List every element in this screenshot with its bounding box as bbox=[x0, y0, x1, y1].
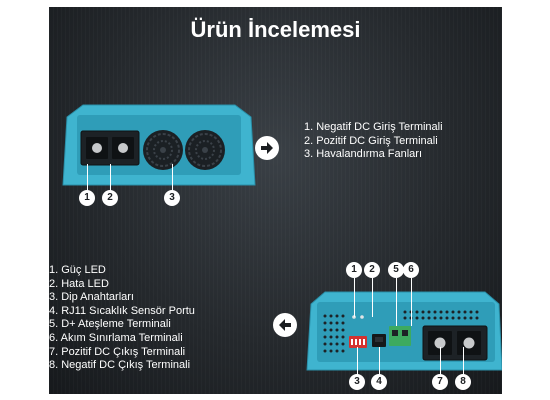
legend-item: 5. D+ Ateşleme Terminali bbox=[49, 318, 171, 331]
callout-top-2: 2 bbox=[102, 190, 118, 206]
callout-bottom-1: 1 bbox=[346, 262, 362, 278]
legend-item: 3. Havalandırma Fanları bbox=[304, 148, 422, 161]
callout-bottom-2: 2 bbox=[364, 262, 380, 278]
callout-lead-bottom-6 bbox=[411, 278, 412, 326]
callout-lead-bottom-7 bbox=[440, 347, 441, 375]
legend-item: 8. Negatif DC Çıkış Terminali bbox=[49, 359, 191, 372]
legend-item: 3. Dip Anahtarları bbox=[49, 291, 134, 304]
callout-lead-top-1 bbox=[87, 164, 88, 191]
callout-bottom-7: 7 bbox=[432, 374, 448, 390]
page-title: Ürün İncelemesi bbox=[190, 17, 361, 42]
arrow-right-circle-icon bbox=[255, 136, 279, 160]
legend-item: 2. Hata LED bbox=[49, 277, 109, 290]
input-side-legend: 1. Negatif DC Giriş Terminali 2. Pozitif… bbox=[304, 121, 443, 162]
product-overview-panel: Ürün İncelemesi 1 2 3 1. Negatif DC Giri… bbox=[49, 7, 502, 394]
device-output-side bbox=[306, 291, 502, 371]
callout-lead-bottom-2 bbox=[372, 278, 373, 317]
callout-lead-bottom-1 bbox=[354, 278, 355, 317]
callout-bottom-3: 3 bbox=[349, 374, 365, 390]
device-input-side bbox=[62, 104, 256, 186]
legend-item: 4. RJ11 Sıcaklık Sensör Portu bbox=[49, 304, 195, 317]
legend-item: 1. Negatif DC Giriş Terminali bbox=[304, 121, 443, 133]
callout-lead-bottom-4 bbox=[379, 347, 380, 375]
legend-item: 6. Akım Sınırlama Terminali bbox=[49, 331, 183, 344]
callout-bottom-5: 5 bbox=[388, 262, 404, 278]
callout-bottom-8: 8 bbox=[455, 374, 471, 390]
callout-top-3: 3 bbox=[164, 190, 180, 206]
callout-top-1: 1 bbox=[79, 190, 95, 206]
output-side-legend: 1. Güç LED 2. Hata LED 3. Dip Anahtarlar… bbox=[49, 264, 195, 373]
callout-lead-top-2 bbox=[110, 164, 111, 191]
legend-item: 7. Pozitif DC Çıkış Terminali bbox=[49, 345, 186, 358]
callout-bottom-4: 4 bbox=[371, 374, 387, 390]
callout-lead-bottom-8 bbox=[463, 347, 464, 375]
callout-lead-bottom-3 bbox=[357, 347, 358, 375]
callout-bottom-6: 6 bbox=[403, 262, 419, 278]
callout-lead-top-3 bbox=[172, 164, 173, 191]
legend-item: 1. Güç LED bbox=[49, 264, 106, 276]
legend-item: 2. Pozitif DC Giriş Terminali bbox=[304, 134, 438, 147]
arrow-left-circle-icon bbox=[273, 313, 297, 337]
callout-lead-bottom-5 bbox=[396, 278, 397, 326]
